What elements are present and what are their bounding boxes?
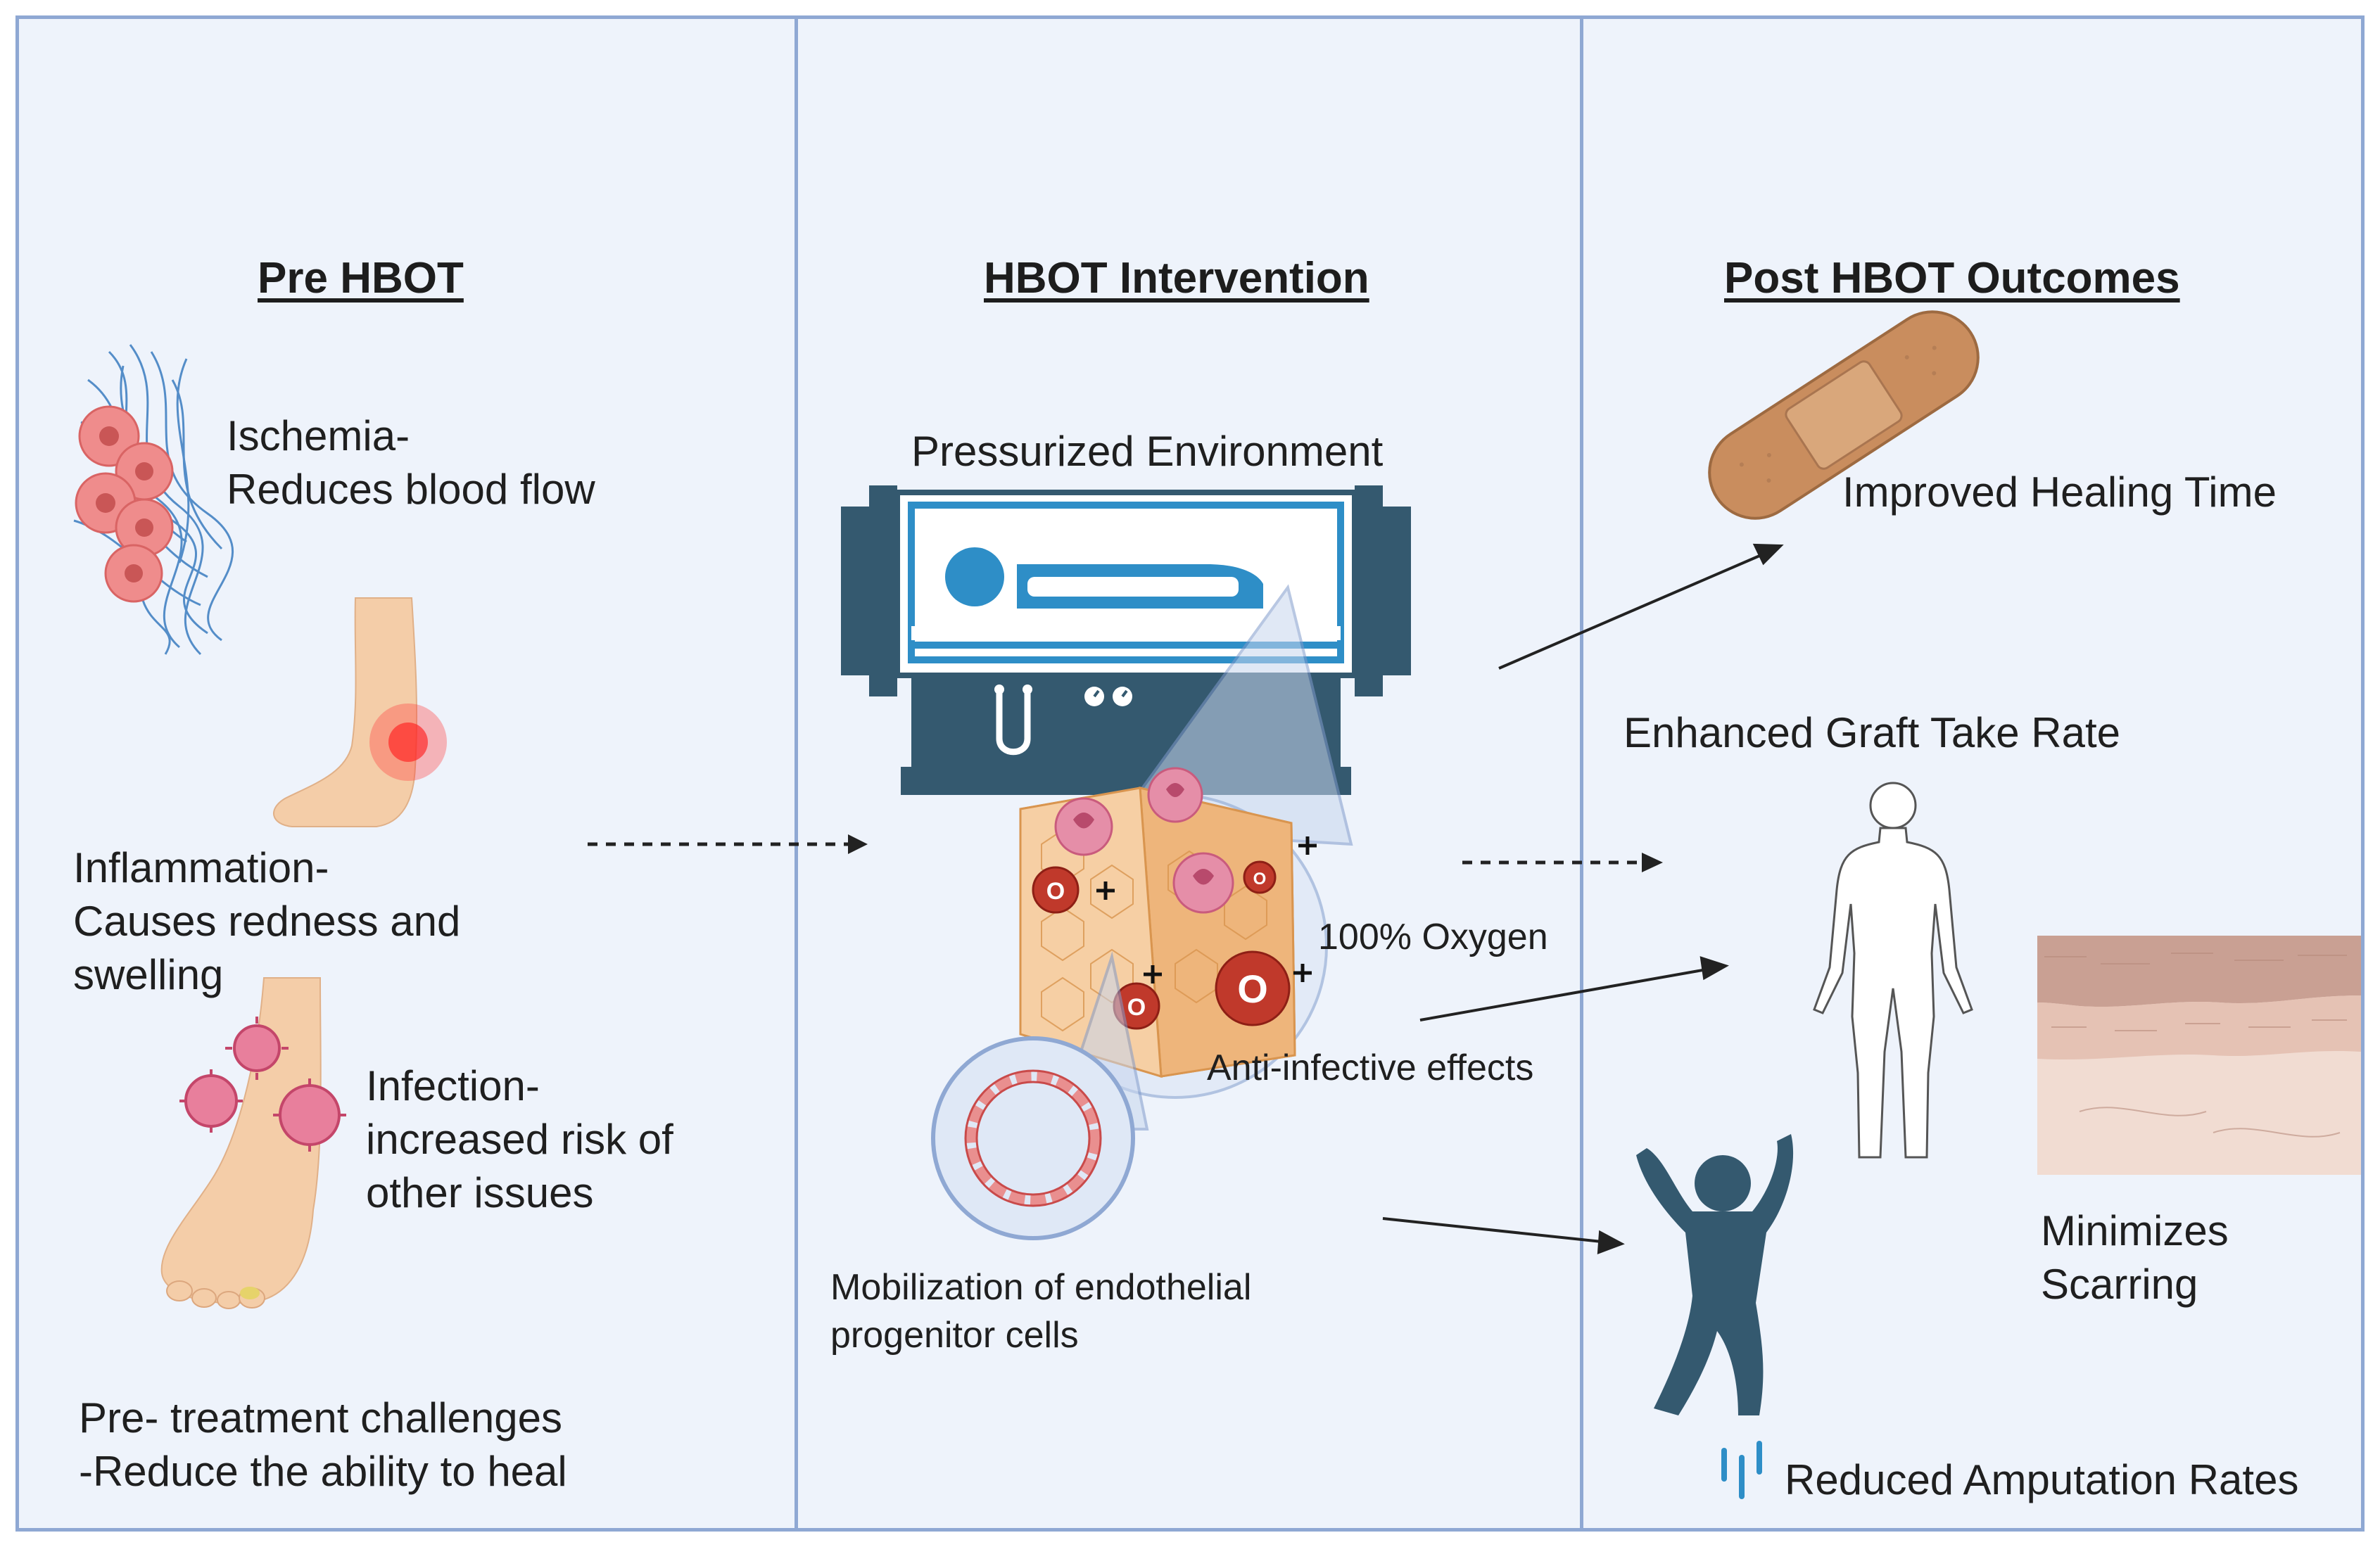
pressurized-environment-label: Pressurized Environment	[911, 428, 1384, 475]
svg-text:O: O	[1127, 994, 1146, 1021]
infected-foot-icon	[160, 977, 346, 1309]
vessel-cells-icon	[73, 344, 234, 656]
jumping-person-icon	[1636, 1134, 1794, 1499]
svg-text:O: O	[1237, 967, 1268, 1011]
dashed-arrow-pre-to-intervention	[588, 834, 868, 854]
svg-text:O: O	[1253, 870, 1267, 889]
dashed-arrow-intervention-to-post	[1462, 853, 1663, 872]
hbot-intervention-heading: HBOT Intervention	[984, 254, 1369, 303]
enhanced-graft-label: Enhanced Graft Take Rate	[1623, 709, 2120, 756]
blood-vessel-icon	[931, 1036, 1135, 1240]
inflamed-leg-icon	[273, 597, 447, 827]
bandage-icon	[1708, 310, 1980, 520]
human-body-icon	[1813, 782, 1973, 1159]
pre-hbot-heading: Pre HBOT	[258, 254, 464, 303]
skin-layer-icon	[2037, 936, 2361, 1175]
oxygen-label: 100% Oxygen	[1318, 917, 1548, 957]
improved-healing-label: Improved Healing Time	[1842, 469, 2277, 516]
ischemia-label: Ischemia-Reduces blood flow	[227, 412, 595, 513]
reduced-amputation-label: Reduced Amputation Rates	[1785, 1456, 2299, 1503]
anti-infective-label: Anti-infective effects	[1207, 1048, 1534, 1088]
pre-treatment-challenges-label: Pre- treatment challenges-Reduce the abi…	[79, 1394, 567, 1495]
post-hbot-heading: Post HBOT Outcomes	[1724, 254, 2180, 303]
tissue-cube-icon: O O O O	[1019, 767, 1328, 1099]
svg-text:O: O	[1046, 878, 1065, 905]
